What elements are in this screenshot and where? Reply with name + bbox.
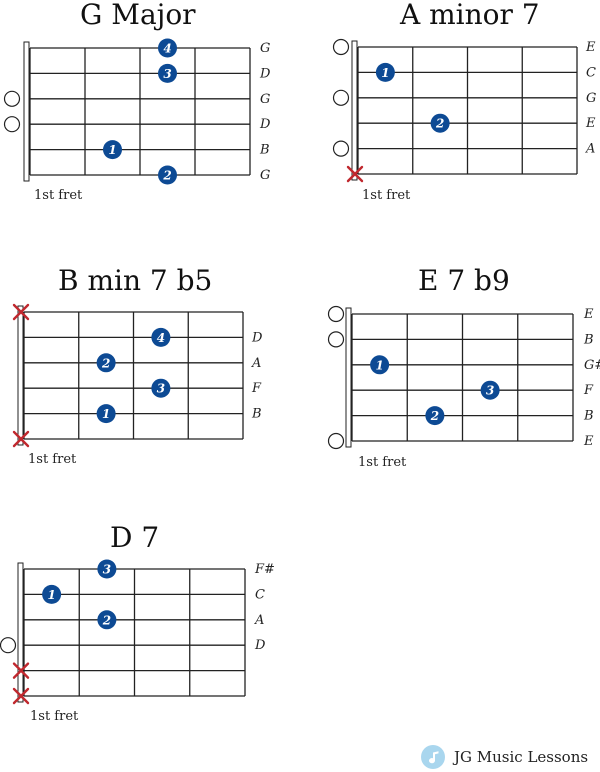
svg-text:3: 3 bbox=[163, 67, 171, 81]
nut bbox=[345, 307, 352, 448]
fret-position-label: 1st fret bbox=[362, 188, 411, 203]
finger-dot: 1 bbox=[375, 62, 395, 82]
string-note-label: A bbox=[251, 356, 261, 371]
open-string-marker bbox=[327, 432, 345, 450]
finger-dot: 3 bbox=[151, 378, 171, 398]
svg-text:1: 1 bbox=[108, 143, 116, 157]
svg-text:1: 1 bbox=[102, 407, 110, 421]
open-string-marker bbox=[3, 116, 21, 133]
string-note-label: G bbox=[260, 41, 270, 56]
string-note-label: D bbox=[251, 330, 263, 345]
string-note-label: E bbox=[585, 116, 596, 131]
nut bbox=[17, 562, 24, 703]
finger-dot: 2 bbox=[97, 610, 117, 630]
nut bbox=[351, 40, 358, 181]
svg-text:2: 2 bbox=[430, 409, 439, 423]
svg-text:2: 2 bbox=[162, 169, 171, 183]
string-note-label: E bbox=[583, 307, 594, 322]
chord-title: G Major bbox=[80, 0, 196, 31]
finger-dot: 3 bbox=[158, 63, 177, 83]
finger-dot: 4 bbox=[158, 38, 177, 58]
nut bbox=[23, 41, 30, 182]
muted-string-marker bbox=[12, 303, 30, 321]
string-note-label: D bbox=[259, 117, 271, 132]
chord-title: B min 7 b5 bbox=[58, 264, 213, 297]
chord-title: A minor 7 bbox=[400, 0, 540, 31]
finger-dot: 1 bbox=[42, 584, 62, 604]
string-note-label: D bbox=[254, 638, 266, 653]
svg-text:4: 4 bbox=[163, 42, 171, 56]
string-note-label: A bbox=[254, 613, 264, 628]
muted-string-marker bbox=[12, 662, 30, 679]
finger-dot: 4 bbox=[151, 327, 171, 347]
fret-position-label: 1st fret bbox=[34, 188, 83, 203]
brand-footer: JG Music Lessons bbox=[420, 744, 588, 770]
string-note-label: E bbox=[583, 434, 594, 449]
finger-dot: 1 bbox=[103, 140, 122, 160]
muted-string-marker bbox=[12, 430, 30, 448]
fret-position-label: 1st fret bbox=[358, 455, 407, 470]
fret-position-label: 1st fret bbox=[28, 452, 77, 467]
string-note-label: C bbox=[586, 65, 596, 80]
muted-string-marker bbox=[12, 687, 30, 705]
fretboard: F# CAD 3 1 2 bbox=[0, 559, 275, 705]
string-note-label: E bbox=[585, 40, 596, 55]
fret-position-label: 1st fret bbox=[30, 709, 79, 724]
string-note-label: F bbox=[251, 381, 262, 396]
finger-dot: 1 bbox=[370, 355, 390, 375]
music-note-icon bbox=[421, 745, 445, 769]
svg-text:3: 3 bbox=[103, 563, 111, 577]
svg-text:1: 1 bbox=[375, 358, 383, 372]
string-note-label: F# bbox=[254, 562, 275, 577]
open-string-marker bbox=[332, 140, 350, 157]
chord-title: D 7 bbox=[110, 521, 160, 554]
muted-string-marker bbox=[346, 165, 364, 183]
string-note-label: D bbox=[259, 66, 271, 81]
svg-text:2: 2 bbox=[102, 613, 111, 627]
string-note-label: F bbox=[583, 383, 594, 398]
string-note-label: B bbox=[259, 143, 270, 158]
open-string-marker bbox=[327, 305, 345, 323]
finger-dot: 3 bbox=[480, 380, 500, 400]
svg-text:3: 3 bbox=[486, 384, 494, 398]
svg-text:2: 2 bbox=[435, 117, 444, 131]
string-note-label: B bbox=[583, 332, 594, 347]
svg-text:2: 2 bbox=[101, 356, 110, 370]
open-string-marker bbox=[327, 331, 345, 348]
string-note-label: C bbox=[255, 587, 265, 602]
string-note-label: G bbox=[260, 92, 270, 107]
svg-text:4: 4 bbox=[157, 331, 165, 345]
finger-dot: 2 bbox=[96, 353, 116, 373]
nut bbox=[17, 305, 24, 446]
finger-dot: 2 bbox=[425, 406, 445, 426]
open-string-marker bbox=[3, 90, 21, 107]
svg-text:3: 3 bbox=[157, 382, 165, 396]
chord-title: E 7 b9 bbox=[418, 264, 510, 297]
svg-text:1: 1 bbox=[381, 66, 389, 80]
string-note-label: A bbox=[585, 142, 595, 157]
string-note-label: G# bbox=[584, 358, 600, 373]
open-string-marker bbox=[332, 38, 350, 56]
finger-dot: 2 bbox=[430, 113, 450, 133]
string-note-label: B bbox=[583, 409, 594, 424]
finger-dot: 3 bbox=[97, 559, 117, 579]
string-note-label: G bbox=[586, 91, 596, 106]
svg-text:1: 1 bbox=[47, 588, 55, 602]
open-string-marker bbox=[0, 637, 17, 654]
open-string-marker bbox=[332, 89, 350, 106]
finger-dot: 2 bbox=[158, 165, 177, 185]
string-note-label: G bbox=[260, 168, 270, 183]
brand-name: JG Music Lessons bbox=[454, 748, 589, 766]
finger-dot: 1 bbox=[96, 404, 116, 424]
string-note-label: B bbox=[251, 407, 262, 422]
